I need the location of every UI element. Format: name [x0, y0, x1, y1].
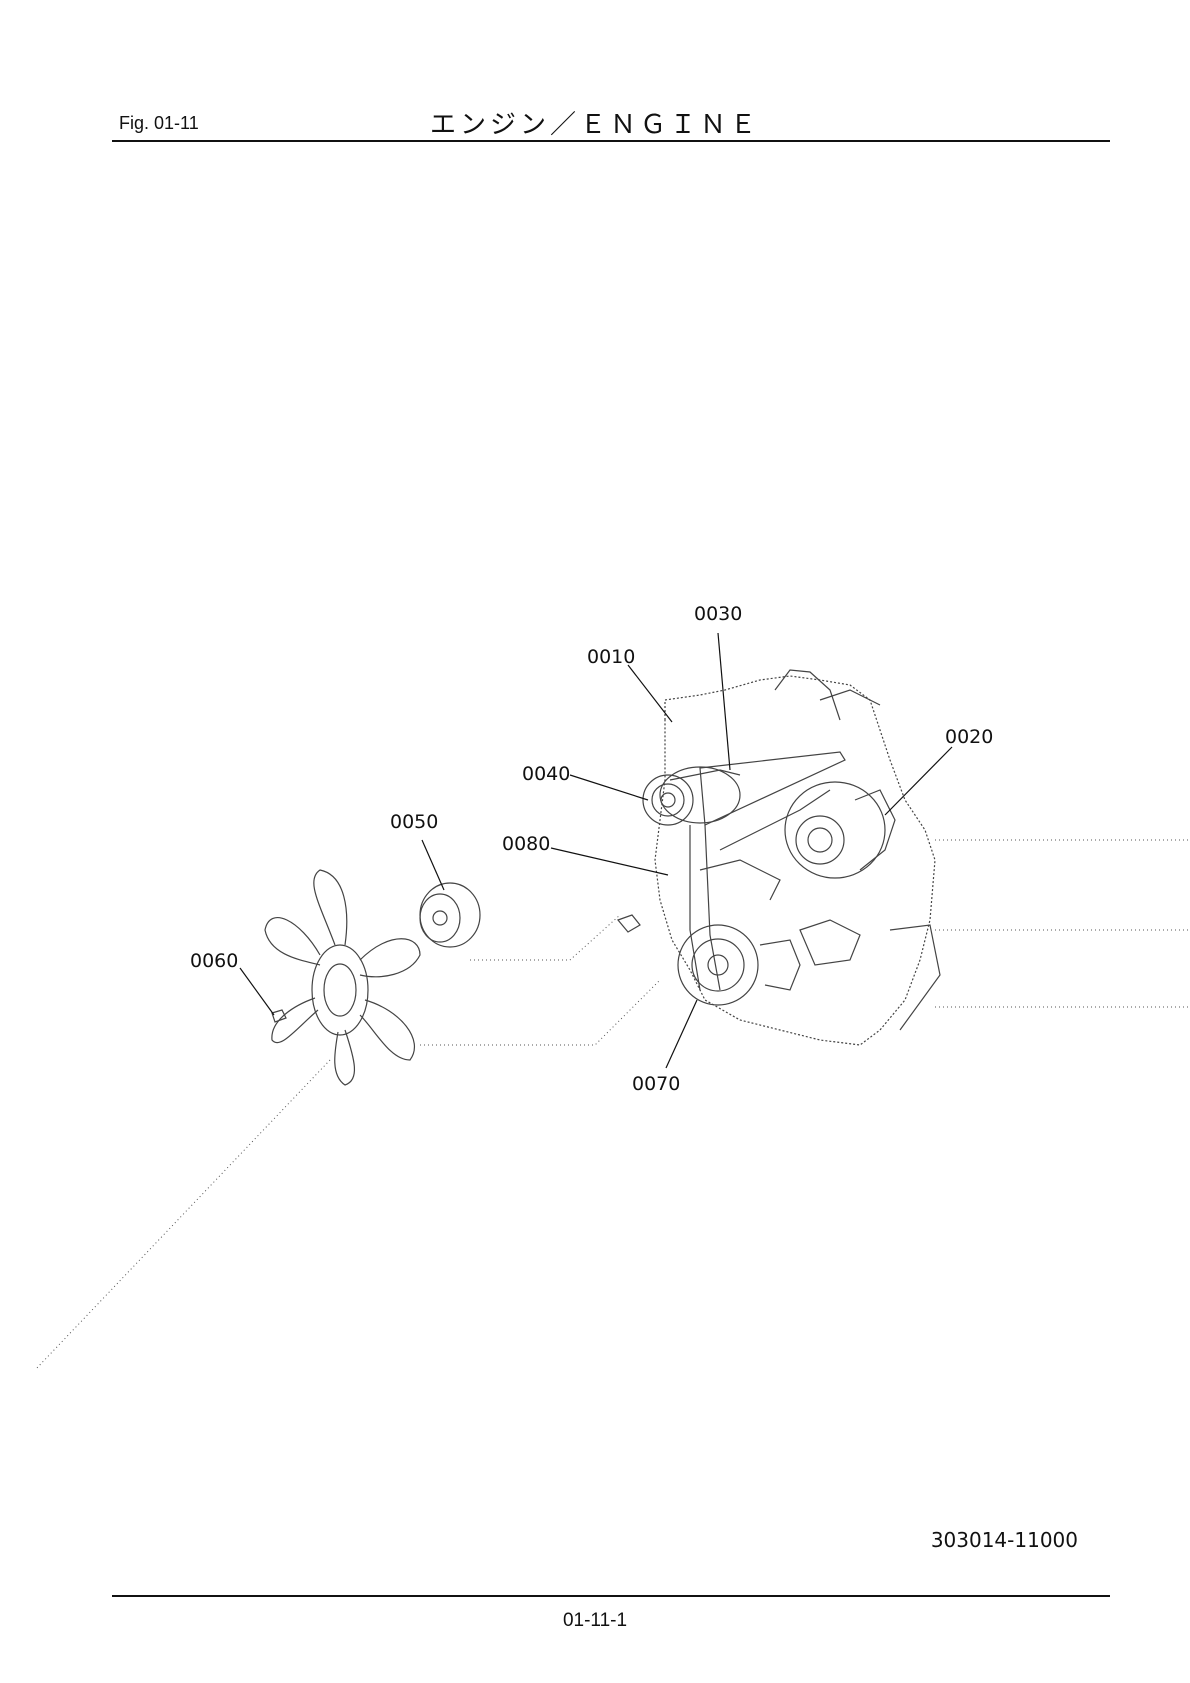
header-rule [112, 140, 1110, 142]
page-number: 01-11-1 [562, 1610, 628, 1631]
callout-0070: 0070 [632, 1073, 680, 1095]
footer-rule [112, 1595, 1110, 1597]
callout-0060: 0060 [190, 950, 238, 972]
lower-pulley-drawing [677, 924, 801, 1006]
callout-0040: 0040 [522, 763, 570, 785]
center-lines [34, 839, 1190, 1371]
figure-label: Fig. 01-11 [119, 113, 199, 133]
fan-spacer-drawing [419, 882, 481, 948]
page-title: エンジン／ＥＮＧＩＮＥ [429, 110, 760, 140]
callout-0020: 0020 [945, 726, 993, 748]
belt-drawing [669, 751, 846, 991]
sensor-drawing [616, 914, 641, 933]
callout-0050: 0050 [390, 811, 438, 833]
drawing-code: 303014-11000 [930, 1528, 1078, 1552]
crank-pulley-drawing [642, 766, 741, 826]
callout-0030: 0030 [694, 603, 742, 625]
callout-0080: 0080 [502, 833, 550, 855]
cooling-fan-drawing [264, 869, 421, 1086]
engine-block-drawing [654, 669, 941, 1046]
leader-lines [239, 632, 953, 1069]
callout-0010: 0010 [587, 646, 635, 668]
callout-labels: 0010 0020 0030 0040 0050 0060 0070 0080 [190, 603, 993, 1095]
alternator-drawing [784, 781, 896, 879]
